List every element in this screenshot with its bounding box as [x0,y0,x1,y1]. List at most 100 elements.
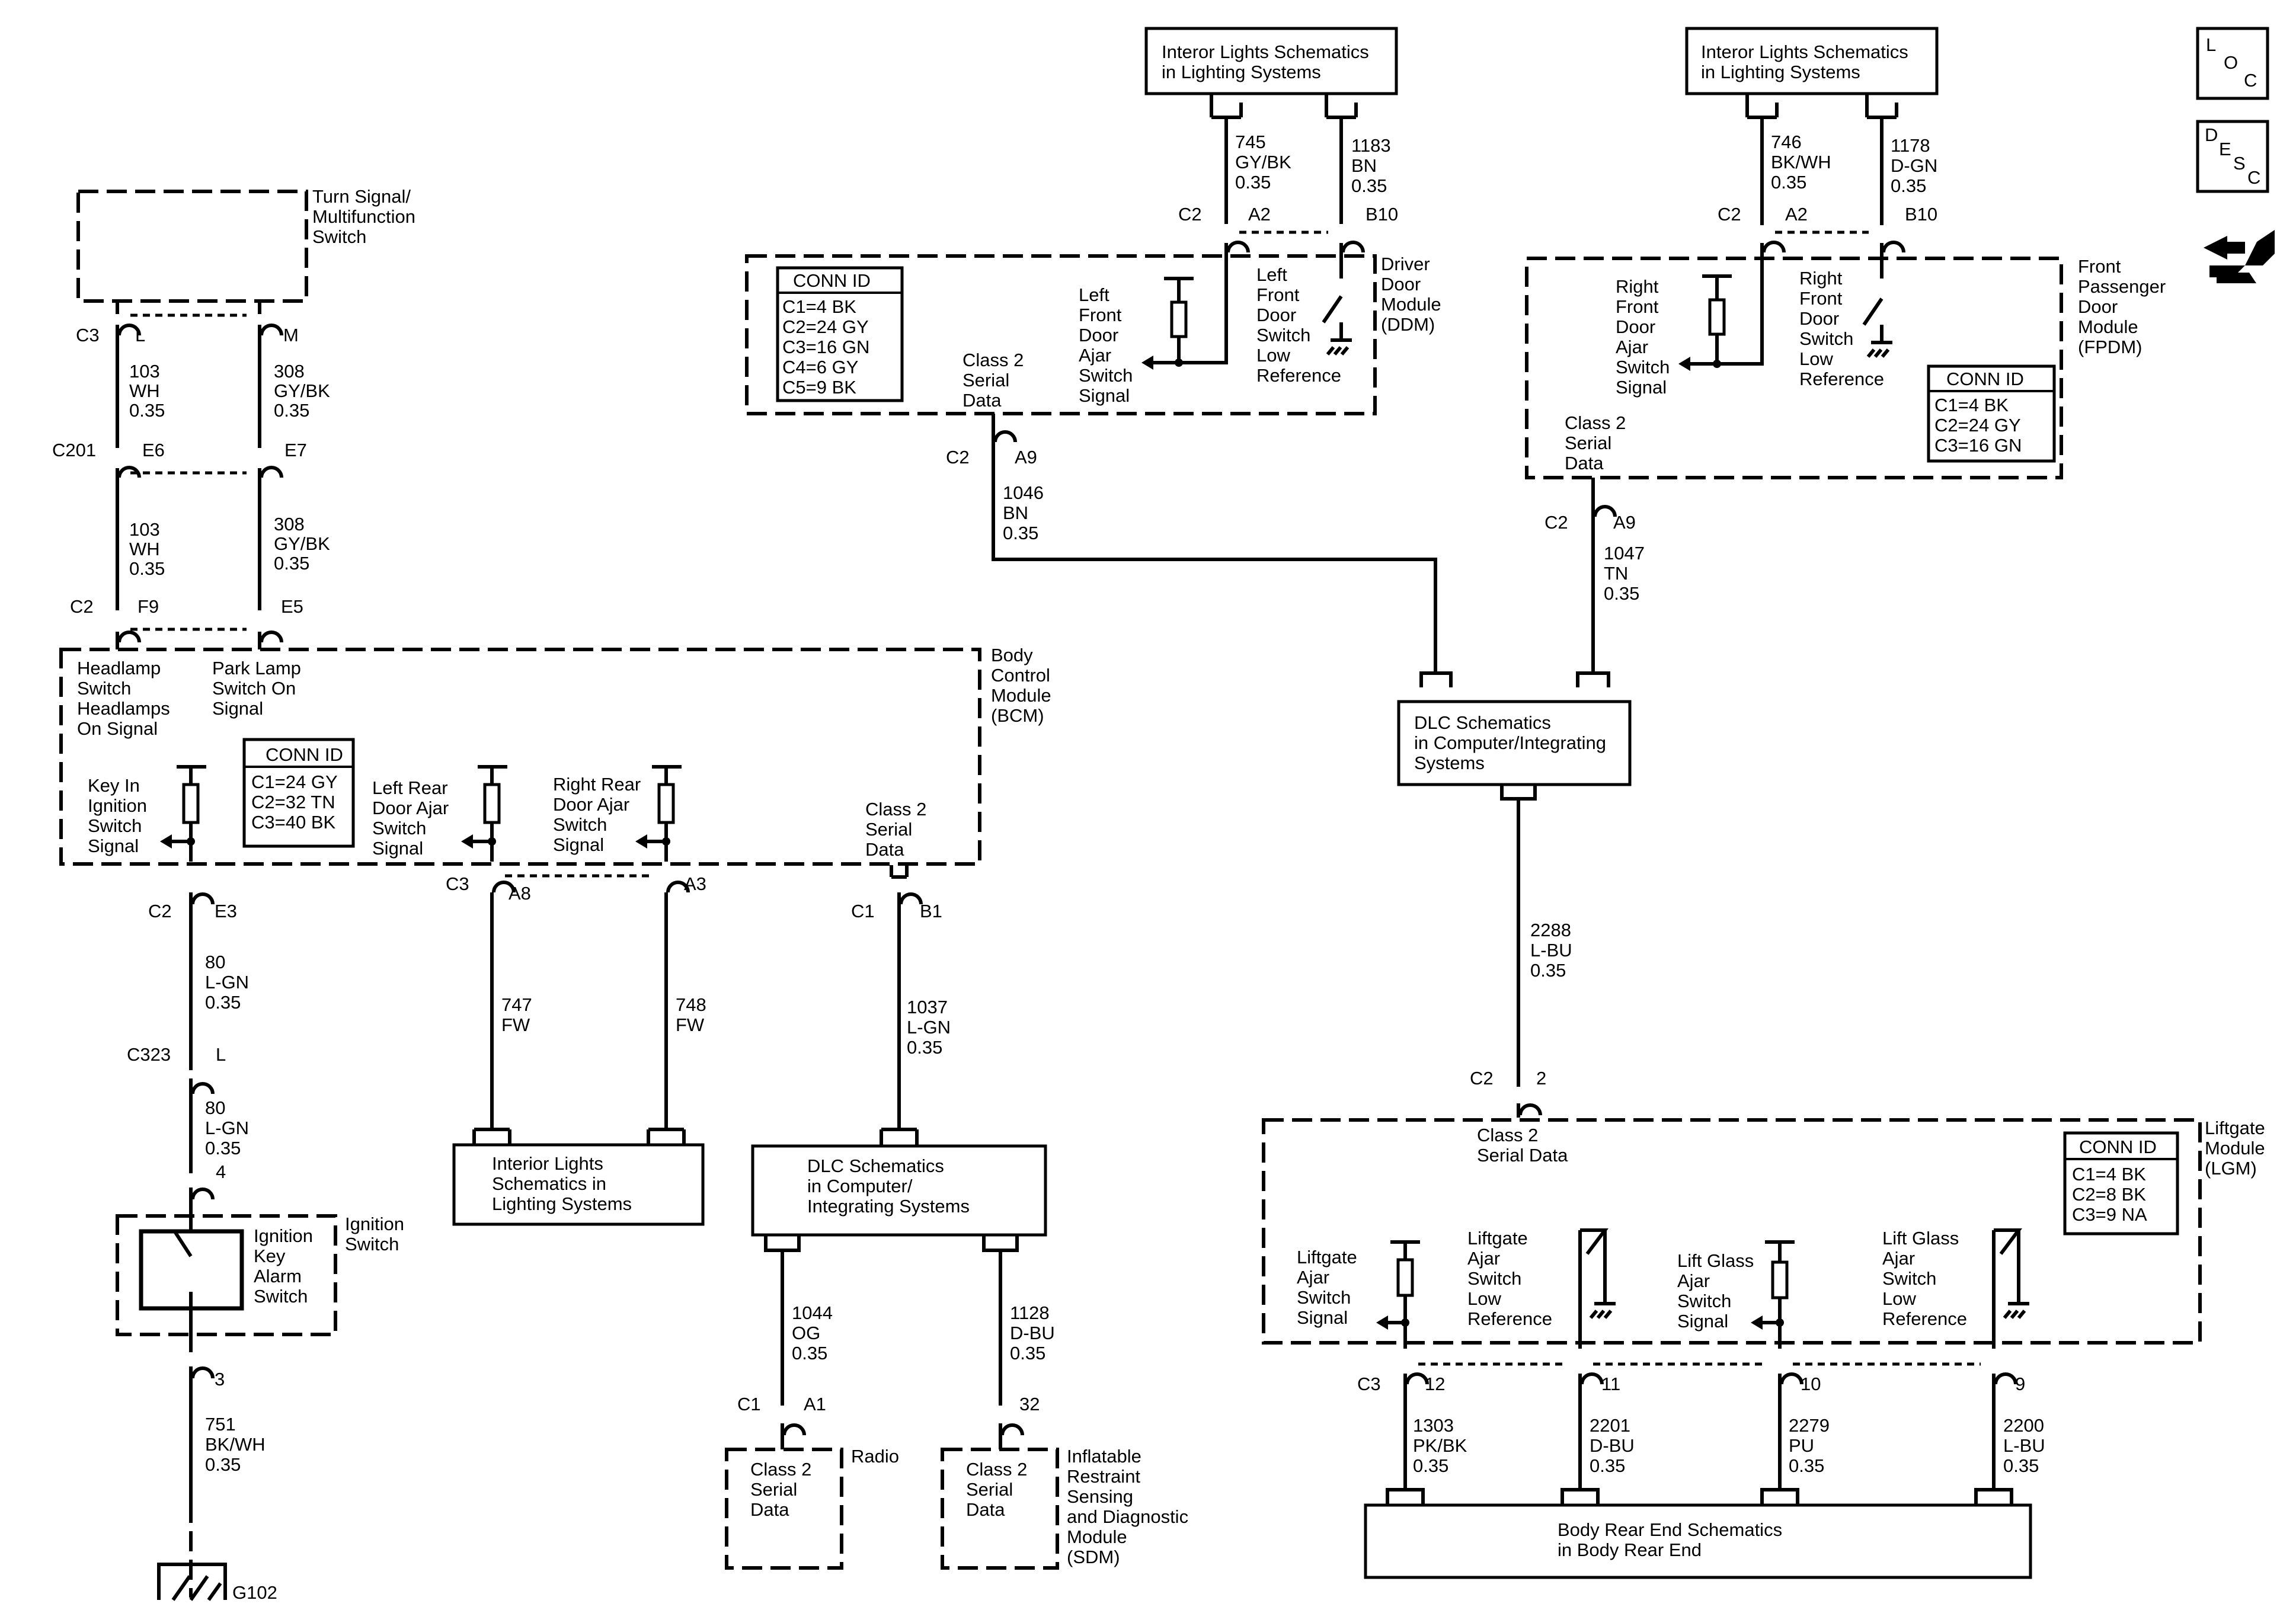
label: C5=9 BK [782,377,856,398]
label: Systems [1414,753,1485,773]
desc-icon[interactable]: D E S C [2196,120,2269,193]
desc-letter: D [2205,124,2218,145]
wire-label: 1183 [1351,135,1391,156]
label: 3 [215,1369,225,1390]
label: Module [1067,1526,1127,1547]
wire-label: 0.35 [1010,1343,1045,1363]
label: Low [1256,345,1290,366]
label: Front [1256,284,1300,305]
label: Left Rear [372,777,448,798]
label: C3=9 NA [2072,1204,2147,1225]
label: CONN ID [793,270,871,291]
wire-label: 308 [274,361,305,382]
label: Door [1079,325,1118,345]
ground-symbol-icon: G102 [157,1563,277,1603]
label: Data [966,1499,1005,1520]
wire-label: 1037 [907,997,948,1017]
label: Class 2 [1565,412,1626,433]
wire-label: WH [129,539,160,559]
wire-label: 2288 [1530,920,1571,940]
label: Switch [1297,1287,1351,1308]
label: CONN ID [266,744,343,765]
label: Key In [88,775,140,796]
label: C2=8 BK [2072,1184,2146,1205]
label: Low [1882,1288,1916,1309]
label: C323 [127,1044,171,1065]
loc-letter: C [2244,70,2257,91]
label: Door Ajar [553,794,629,815]
label: Switch [1256,325,1310,345]
wire-label: 103 [129,361,160,382]
wire-103-308-upper [116,325,261,448]
wire-label: 0.35 [1413,1455,1448,1476]
label: 9 [2015,1374,2025,1394]
label: Module [2205,1138,2265,1158]
label: C3=40 BK [251,812,336,833]
label: Right [1799,268,1843,289]
label: Restraint [1067,1466,1140,1487]
label: B10 [1905,204,1937,225]
label: Reference [1467,1308,1552,1329]
label: Switch [345,1234,399,1254]
label: Inflatable [1067,1446,1141,1467]
label: (BCM) [991,705,1044,726]
connector-lgm-c3: C3 12 11 10 9 [1357,1362,2025,1394]
label: C2=24 GY [1934,415,2021,436]
wire-label: BN [1003,502,1028,523]
wire-label: 80 [205,952,225,972]
wire-label: 1044 [792,1302,833,1323]
desc-letter: E [2219,139,2231,159]
label: Ajar [1079,345,1111,366]
label: Lighting Systems [492,1193,632,1214]
wire-label: 80 [205,1097,225,1118]
wire-label: 0.35 [907,1037,942,1058]
loc-icon[interactable]: L O C [2196,27,2269,100]
label: Switch [254,1286,308,1307]
label: Switch [1677,1291,1731,1311]
label: Multifunction [312,206,415,227]
label: Park Lamp [212,658,301,678]
label: Alarm [254,1266,302,1286]
label: 4 [216,1161,226,1182]
wrench-hand-icon[interactable] [2204,230,2275,283]
label: C2 [1470,1068,1494,1089]
label: C1 [851,901,875,921]
label: E3 [215,901,237,921]
label: L [135,325,145,345]
desc-letter: C [2247,167,2260,188]
label: Switch [372,818,426,838]
wire-label: PU [1789,1435,1814,1456]
wire-label: WH [129,380,160,401]
label: Control [991,665,1050,686]
label: (LGM) [2205,1158,2257,1179]
label: Switch On [212,678,296,699]
label: A2 [1785,204,1808,225]
label: C2 [1718,204,1741,225]
label: CONN ID [2079,1137,2157,1157]
label: Ignition [88,795,147,816]
dlc-center: DLC Schematics in Computer/Integrating S… [1397,700,1632,786]
wire-label: GY/BK [1235,152,1291,172]
label: C3=16 GN [1934,435,2022,456]
label: Low [1799,348,1833,369]
wire-746-1178 [1760,117,1884,225]
wire-label: 2201 [1590,1415,1630,1436]
wire-label: 0.35 [1789,1455,1824,1476]
wire-label: FW [501,1014,530,1035]
wire-label: 0.35 [792,1343,827,1363]
label: Door [1256,305,1296,325]
label: Reference [1882,1308,1967,1329]
wire-label: L-BU [1530,940,1572,961]
label: 11 [1601,1374,1620,1394]
wire-label: BK/WH [1771,152,1831,172]
wire-label: 0.35 [1590,1455,1625,1476]
label: Module [1381,294,1441,315]
label: Signal [1677,1311,1728,1331]
label: Class 2 [865,799,926,820]
label: A9 [1613,512,1636,533]
label: Liftgate [1467,1228,1528,1249]
label: Serial [865,819,912,840]
label: Module [991,685,1051,706]
wire-label: 0.35 [1771,172,1806,193]
